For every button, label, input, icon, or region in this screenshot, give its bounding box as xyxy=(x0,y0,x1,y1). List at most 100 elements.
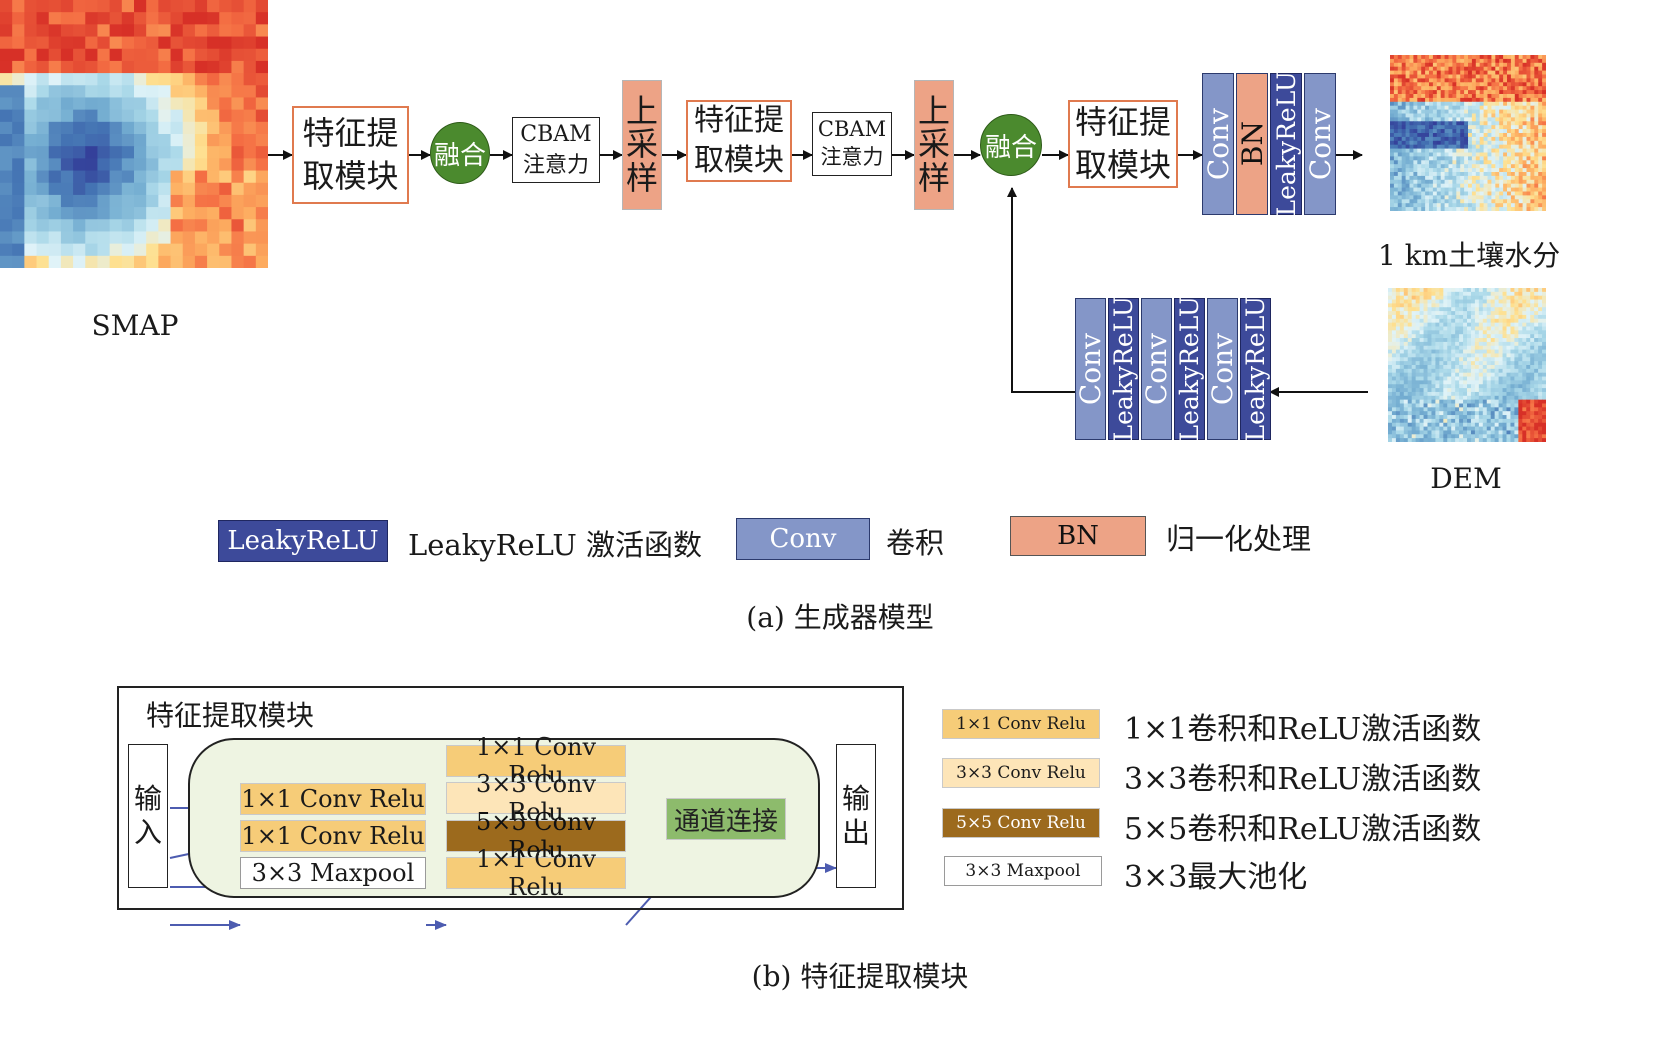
heat-cell xyxy=(1479,148,1485,154)
heat-cell xyxy=(1538,152,1543,157)
heat-cell xyxy=(1440,113,1446,118)
heat-cell xyxy=(1538,334,1543,339)
heat-cell xyxy=(1526,82,1531,87)
heat-cell xyxy=(1542,341,1546,347)
heat-cell xyxy=(1436,136,1442,142)
heat-cell xyxy=(1459,372,1464,378)
heat-cell xyxy=(60,121,74,135)
heat-cell xyxy=(1499,78,1504,83)
heat-cell xyxy=(24,85,38,99)
heat-cell xyxy=(1498,341,1504,347)
heat-cell xyxy=(1503,129,1508,134)
heat-cell xyxy=(1399,353,1405,358)
heat-cell xyxy=(1391,415,1397,420)
heat-cell xyxy=(1409,78,1414,83)
heat-cell xyxy=(48,243,62,257)
heat-cell xyxy=(1419,399,1425,405)
heat-cell xyxy=(121,207,135,220)
heat-cell xyxy=(12,182,25,196)
heat-cell xyxy=(1510,183,1516,189)
heat-cell xyxy=(1478,334,1484,339)
heat-cell xyxy=(1491,62,1496,68)
heat-cell xyxy=(1435,365,1440,370)
heat-cell xyxy=(1436,148,1442,154)
branch3-conv1x1: 1×1 Conv Relu xyxy=(240,820,426,852)
heat-cell xyxy=(1542,168,1546,173)
heat-cell xyxy=(158,121,172,135)
heat-cell xyxy=(73,121,86,135)
heat-cell xyxy=(1419,407,1425,412)
heat-cell xyxy=(1395,365,1401,370)
heat-cell xyxy=(1490,399,1496,405)
heat-cell xyxy=(1522,307,1527,312)
heat-cell xyxy=(1390,101,1395,107)
heat-cell xyxy=(1534,288,1539,293)
heat-cell xyxy=(1482,291,1488,297)
upsample-1-label: 上 采 样 xyxy=(625,91,658,197)
heat-cell xyxy=(1470,334,1476,339)
heat-cell xyxy=(1439,295,1444,301)
heat-cell xyxy=(1421,97,1426,103)
heat-cell xyxy=(1502,330,1508,335)
heat-cell xyxy=(1401,125,1407,130)
heat-cell xyxy=(48,73,62,86)
heat-cell xyxy=(182,182,196,196)
heat-cell xyxy=(1417,86,1422,91)
heat-cell xyxy=(1415,434,1421,439)
heat-cell xyxy=(1401,109,1407,115)
heat-cell xyxy=(1534,117,1539,122)
heat-cell xyxy=(1459,384,1464,389)
heat-cell xyxy=(1439,345,1444,351)
heat-cell xyxy=(1471,78,1477,83)
heat-cell xyxy=(1463,318,1468,324)
heat-cell xyxy=(231,207,245,220)
heat-cell xyxy=(1483,82,1489,87)
heat-cell xyxy=(1395,326,1401,331)
heat-cell xyxy=(1498,407,1504,412)
input-box: 输 入 xyxy=(128,744,168,888)
heat-cell xyxy=(1443,422,1448,428)
heat-cell xyxy=(1499,94,1504,99)
heat-cell xyxy=(1415,291,1421,297)
heat-cell xyxy=(12,146,25,159)
heat-cell xyxy=(1486,399,1492,405)
heat-cell xyxy=(1467,415,1472,420)
heat-cell xyxy=(1475,70,1481,76)
heat-cell xyxy=(1423,318,1429,324)
heat-cell xyxy=(1526,322,1531,328)
heat-cell xyxy=(1443,426,1448,432)
heat-cell xyxy=(1518,164,1524,169)
heat-cell xyxy=(1419,376,1425,381)
heat-cell xyxy=(1499,168,1504,173)
heat-cell xyxy=(1435,334,1440,339)
heat-cell xyxy=(1421,136,1426,142)
legend-b-text-maxpool: 3×3最大池化 xyxy=(1124,860,1308,895)
heat-cell xyxy=(1534,353,1539,358)
heat-cell xyxy=(1421,86,1426,91)
heat-cell xyxy=(97,219,111,233)
heat-cell xyxy=(1507,140,1512,146)
heat-cell xyxy=(134,121,147,135)
heat-cell xyxy=(1471,136,1477,142)
heat-cell xyxy=(1507,55,1512,60)
heat-cell xyxy=(1538,82,1543,87)
heat-cell xyxy=(1460,148,1465,154)
heat-cell xyxy=(1542,175,1546,181)
heat-cell xyxy=(1498,303,1504,308)
fuse-2-label: 融合 xyxy=(984,132,1037,163)
heat-cell xyxy=(1421,203,1426,208)
heat-cell xyxy=(1425,105,1430,111)
heat-cell xyxy=(1518,55,1524,60)
heat-cell xyxy=(1470,322,1476,328)
heat-cell xyxy=(36,97,50,111)
heat-cell xyxy=(1491,199,1496,204)
heat-cell xyxy=(1448,152,1453,157)
heat-cell xyxy=(1419,430,1425,435)
heat-cell xyxy=(1427,303,1433,308)
heat-cell xyxy=(1495,86,1500,91)
heat-cell xyxy=(1456,207,1461,211)
heat-cell xyxy=(207,48,220,62)
heat-cell xyxy=(1444,97,1450,103)
heat-cell xyxy=(1411,399,1417,405)
heat-cell xyxy=(1459,303,1464,308)
